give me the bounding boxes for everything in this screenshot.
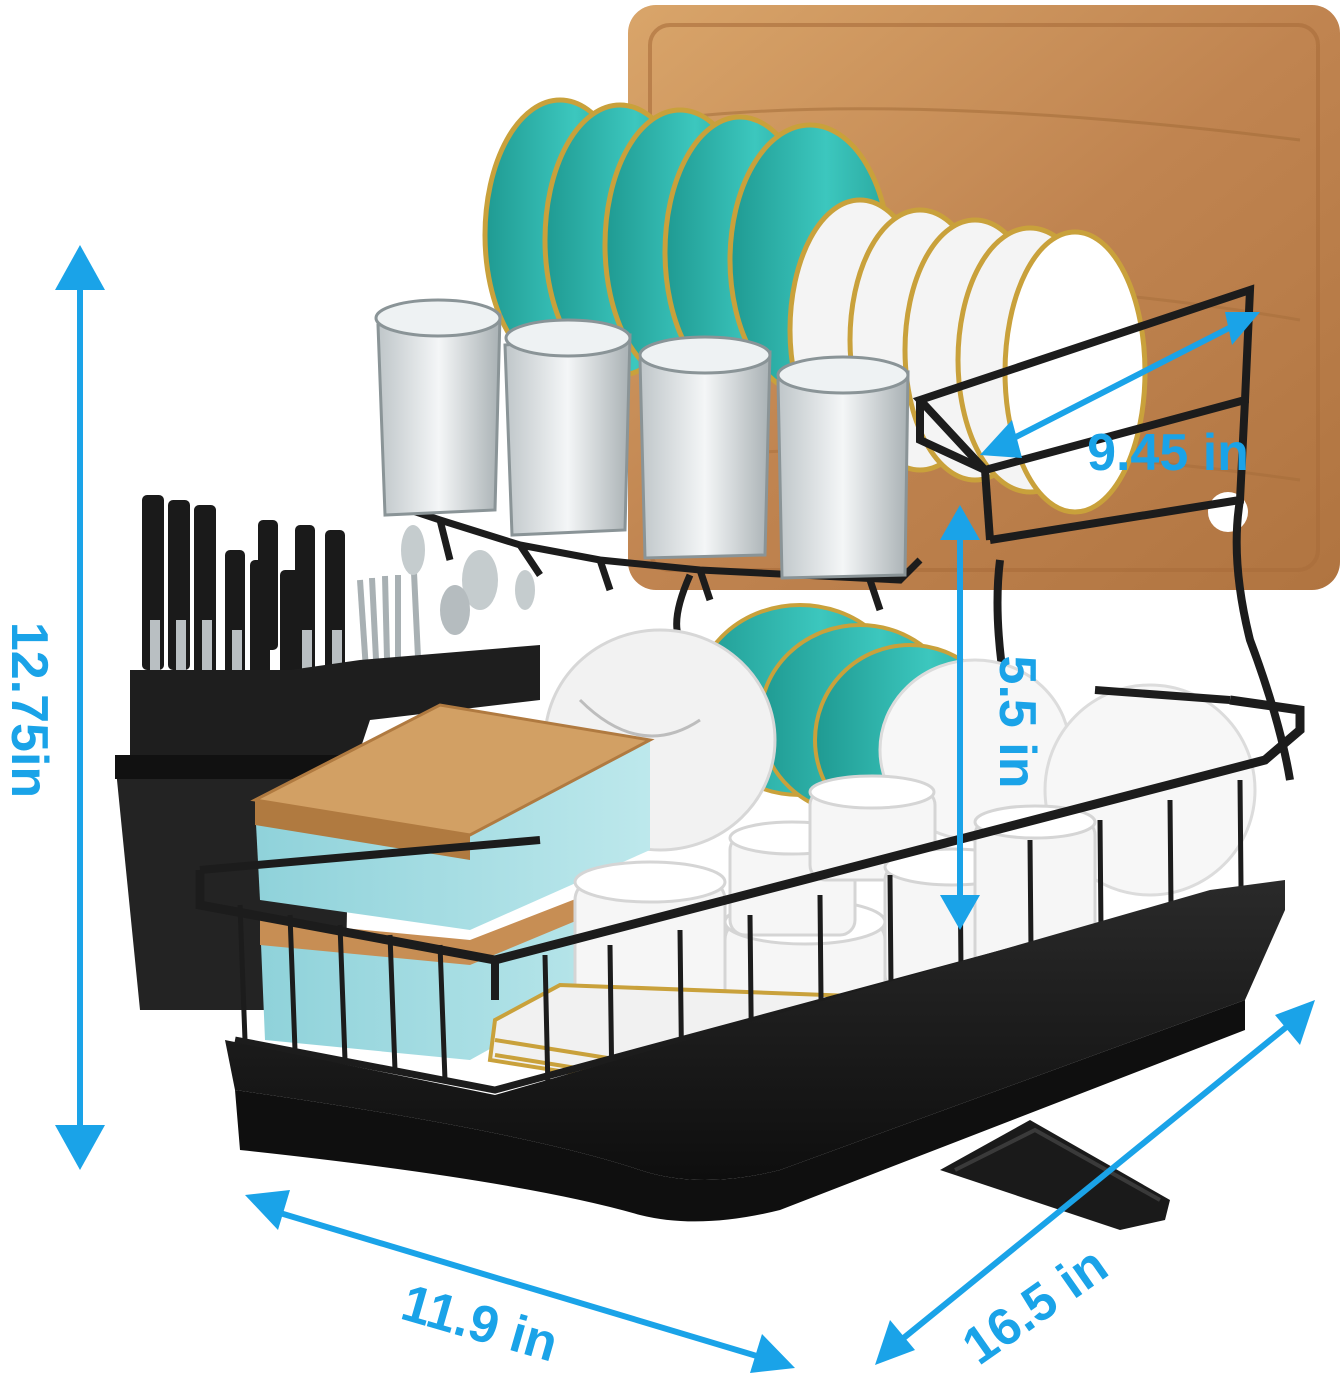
height-label: 12.75in <box>0 622 58 798</box>
upper-depth-label: 9.45 in <box>1087 424 1249 482</box>
depth-label: 16.5 in <box>952 1236 1118 1376</box>
white-plates-upper <box>787 197 1148 515</box>
cup-hanger <box>408 506 923 642</box>
dimension-arrows <box>55 245 1315 1373</box>
lower-rack-basket <box>195 686 1305 1101</box>
drain-tray <box>225 880 1285 1230</box>
double-arrow-icon <box>875 1000 1315 1365</box>
double-arrow-icon <box>245 1190 795 1373</box>
white-bowls <box>543 628 1257 897</box>
tier-gap-label: 5.5 in <box>988 656 1046 789</box>
glasses <box>374 298 910 580</box>
double-arrow-icon <box>940 505 980 930</box>
double-arrow-icon <box>980 312 1260 458</box>
double-arrow-icon <box>55 245 105 1170</box>
lunch-box <box>250 703 655 1060</box>
